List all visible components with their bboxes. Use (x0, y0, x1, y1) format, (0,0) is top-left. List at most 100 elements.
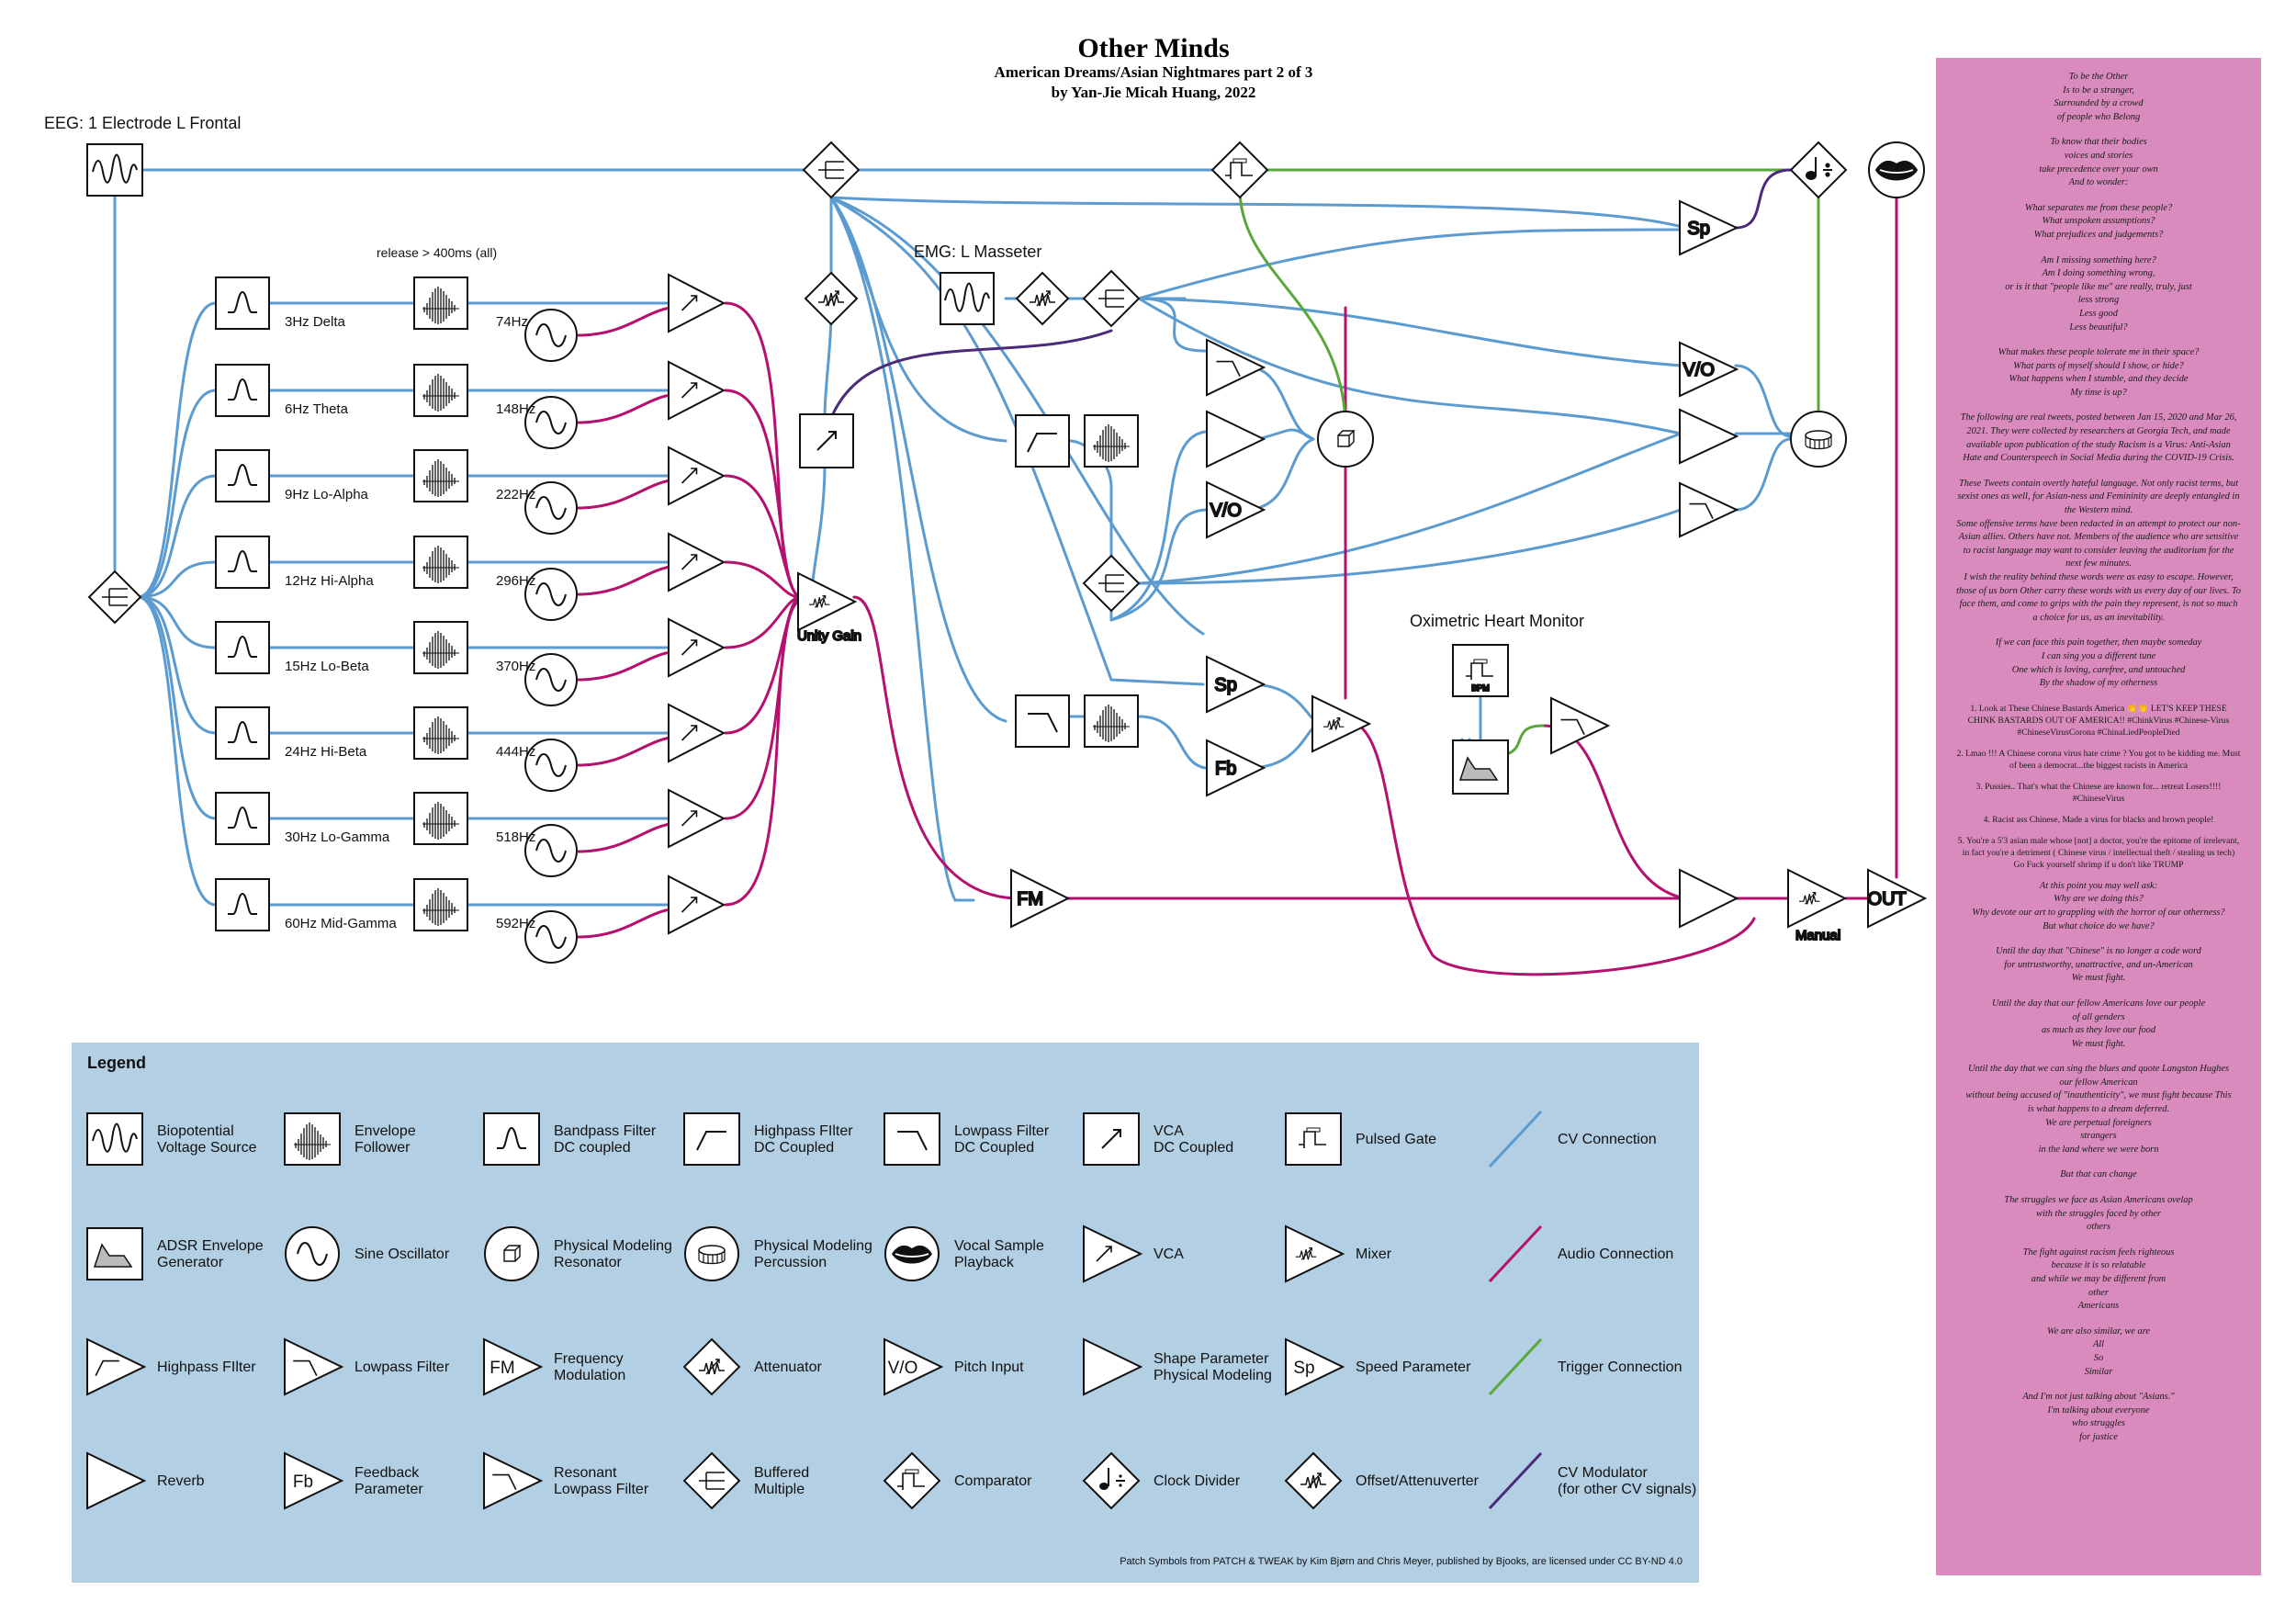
legend-label: Comparator (954, 1473, 1032, 1489)
legend-title: Legend (87, 1054, 146, 1072)
oscillator-frequency: 370Hz (496, 659, 535, 674)
legend-label: Reverb (157, 1473, 205, 1489)
legend-label: Audio Connection (1558, 1247, 1673, 1262)
release-note: release > 400ms (all) (377, 245, 497, 260)
bandpass-filter (215, 621, 270, 674)
envelope-follower (413, 276, 468, 330)
shape-parameter-right (1679, 408, 1739, 465)
band-label: 3Hz Delta (285, 314, 346, 330)
legend-item: Offset/Attenuverter (1284, 1451, 1480, 1510)
speed-parameter-icon: Sp (1285, 1337, 1345, 1396)
output-label: OUT (1868, 889, 1907, 909)
sine-oscillator (524, 910, 578, 964)
oscillator-frequency: 222Hz (496, 487, 535, 502)
poem-stanza: 3. Pussies.. That's what the Chinese are… (1975, 781, 2222, 804)
bpm-label: BPM (1471, 683, 1490, 693)
poem-panel: To be the Other Is to be a stranger, Sur… (1936, 58, 2261, 1575)
band-label: 15Hz Lo-Beta (285, 659, 369, 674)
legend-item: VCA (1083, 1224, 1184, 1283)
mixer-unity-gain (797, 571, 858, 632)
poem-stanza: 5. You're a 5'3 asian male whose [not] a… (1957, 835, 2240, 870)
legend-label: Clock Divider (1154, 1473, 1241, 1489)
bandpass-filter (215, 276, 270, 330)
sine-oscillator (524, 309, 578, 362)
sine-oscillator (524, 396, 578, 449)
pitch-input-icon: V/O (884, 1337, 944, 1396)
poem-stanza: 4. Racist ass Chinese, Made a virus for … (1983, 814, 2214, 825)
oscillator-frequency: 148Hz (496, 401, 535, 417)
buffered-multiple-eeg (87, 570, 142, 625)
poem-stanza: The fight against racism feels righteous… (2022, 1247, 2175, 1312)
poem-stanza: And I'm not just talking about "Asians."… (2022, 1392, 2175, 1442)
legend-item: Pulsed Gate (1285, 1112, 1436, 1166)
mixer-center (1311, 694, 1372, 753)
trigger-connection-icon (1488, 1337, 1543, 1396)
buffered-multiple-lower (1082, 554, 1141, 613)
bandpass-filter (215, 878, 270, 931)
vca-dc-coupled (668, 703, 726, 763)
lowpass-dc-icon (884, 1112, 940, 1166)
emg-section-title: EMG: L Masseter (914, 243, 1041, 261)
poem-stanza: To know that their bodies voices and sto… (2039, 137, 2158, 188)
pitch-input-icon-text: V/O (888, 1359, 918, 1378)
band-label: 30Hz Lo-Gamma (285, 829, 390, 845)
attenuator-emg (1015, 271, 1070, 326)
oscillator-frequency: 518Hz (496, 829, 535, 845)
speed-parameter-label: Sp (1214, 675, 1236, 695)
pulsed-gate-bpm: BPM (1452, 644, 1509, 697)
poem-stanza: Until the day that our fellow Americans … (1991, 998, 2206, 1049)
bandpass-filter (215, 449, 270, 502)
legend-label: Highpass FIlter (157, 1359, 256, 1375)
vca-dc-coupled (668, 617, 726, 678)
legend-label: Offset/Attenuverter (1356, 1473, 1480, 1489)
buffered-multiple-icon (682, 1451, 741, 1510)
band-label: 9Hz Lo-Alpha (285, 487, 369, 502)
vca-dc-coupled (668, 446, 726, 506)
oscillator-frequency: 74Hz (496, 314, 528, 330)
legend-label: Lowpass Filter (355, 1359, 450, 1375)
shape-parameter-icon (1083, 1337, 1143, 1396)
audio-connection-icon (1488, 1224, 1543, 1283)
legend-label: Sine Oscillator (355, 1247, 450, 1262)
lowpass-filter-dc (1015, 694, 1070, 748)
oscillator-frequency: 296Hz (496, 573, 535, 589)
sine-oscillator (524, 653, 578, 706)
sine-oscillator (524, 568, 578, 621)
vocal-sample-icon (884, 1226, 940, 1281)
percussion-icon (684, 1226, 739, 1281)
legend-label: Trigger Connection (1558, 1359, 1682, 1375)
resonant-lowpass-icon (483, 1451, 544, 1510)
bandpass-filter (215, 364, 270, 417)
clock-divider-icon (1082, 1451, 1141, 1510)
vca-dc-coupled (668, 532, 726, 592)
band-label: 60Hz Mid-Gamma (285, 916, 397, 931)
poem-stanza: 2. Lmao !!! A Chinese corona virus hate … (1956, 748, 2241, 771)
lowpass-filter-right (1679, 481, 1739, 538)
unity-gain-label: Unity Gain (797, 628, 861, 644)
legend-item: Trigger Connection (1488, 1337, 1682, 1396)
feedback-icon-text: Fb (293, 1472, 313, 1492)
pitch-input: V/O (1206, 480, 1266, 539)
envelope-follower (413, 621, 468, 674)
bandpass-icon (483, 1112, 540, 1166)
speed-parameter-icon-text: Sp (1293, 1359, 1314, 1378)
reverb-icon (86, 1451, 147, 1510)
